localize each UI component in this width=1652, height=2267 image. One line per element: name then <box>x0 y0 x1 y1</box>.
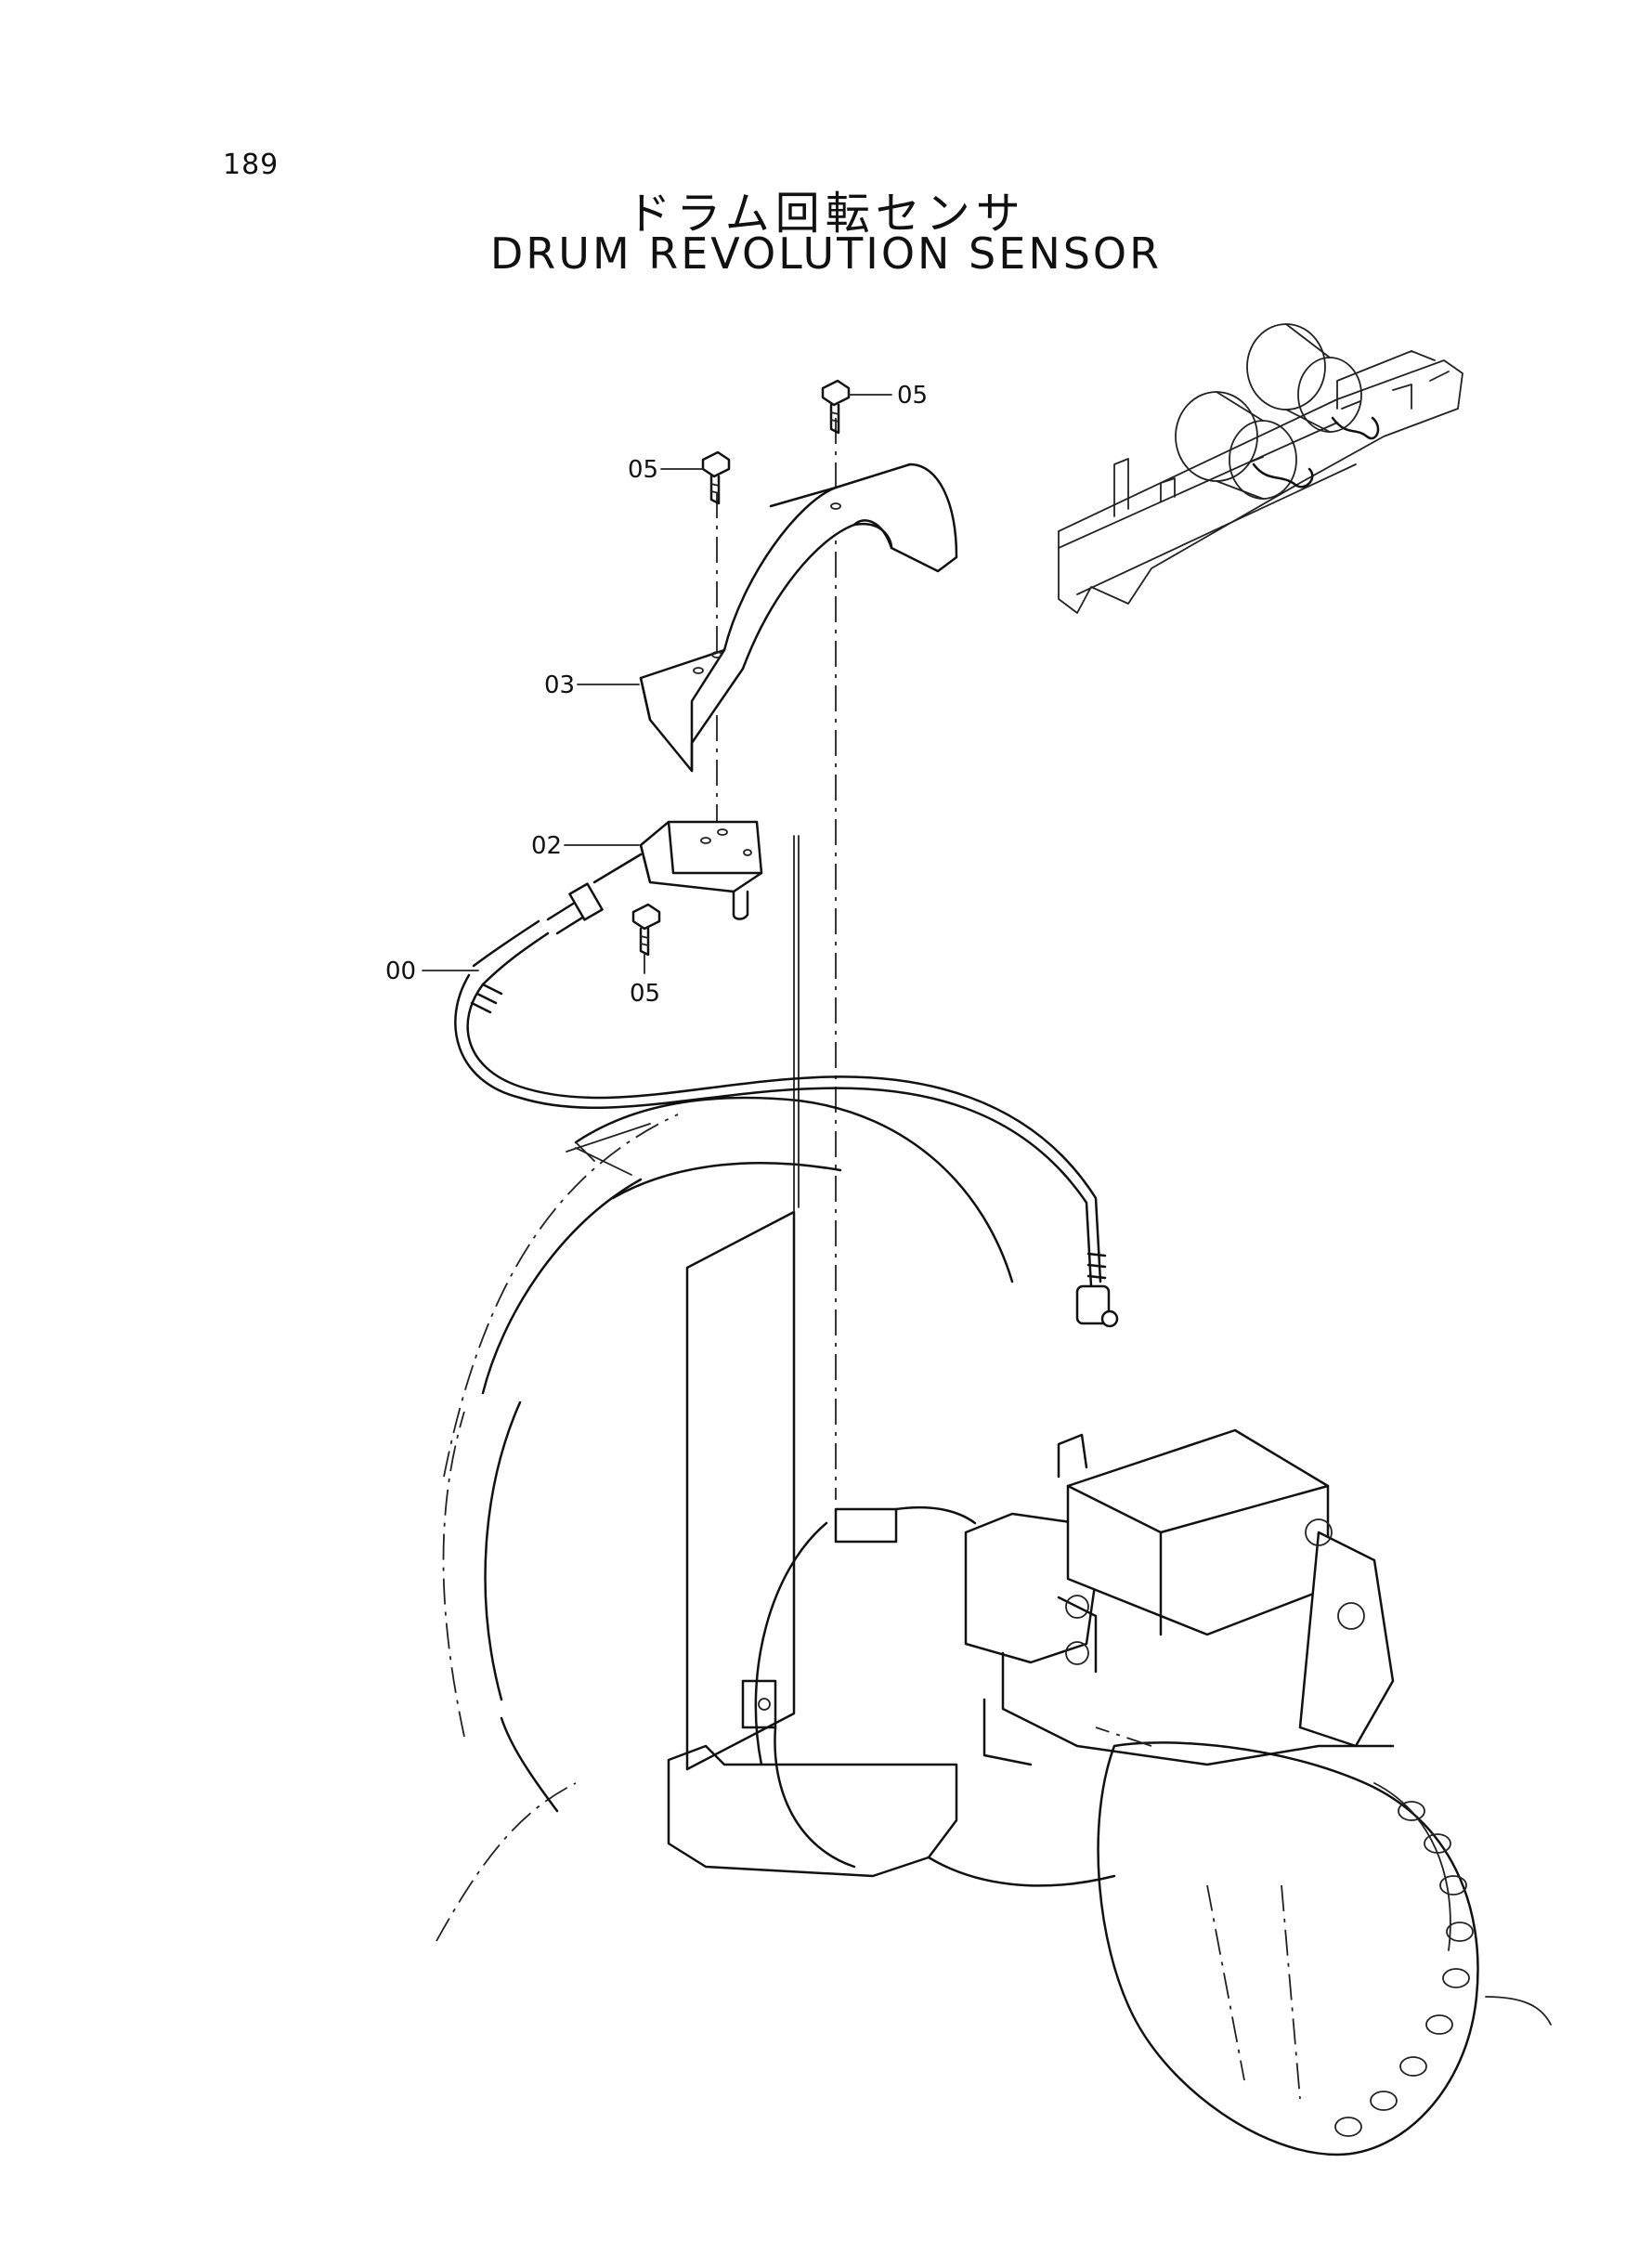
callout-bolt-lower: 05 <box>630 954 660 1008</box>
svg-text:05: 05 <box>628 456 658 484</box>
bracket-part-02 <box>639 820 763 920</box>
svg-text:03: 03 <box>544 671 575 699</box>
overview-inset <box>1058 323 1463 614</box>
bolt-top <box>821 379 851 435</box>
svg-text:05: 05 <box>630 980 660 1008</box>
callout-sensor: 00 <box>385 958 479 985</box>
svg-text:05: 05 <box>897 382 928 410</box>
title-japanese: ドラム回転センサ <box>626 188 1026 240</box>
cover-part-03 <box>639 463 958 773</box>
callout-bolt-top: 05 <box>848 382 928 410</box>
callout-bolt-left: 05 <box>628 456 704 484</box>
svg-text:00: 00 <box>385 958 416 985</box>
callout-cover: 03 <box>544 671 640 699</box>
page-number: 189 <box>223 149 280 181</box>
title-english: DRUM REVOLUTION SENSOR <box>489 228 1163 279</box>
center-lines <box>716 418 837 1500</box>
drum-assembly <box>436 835 1552 2156</box>
sensor-part-00 <box>454 853 1119 1328</box>
bolt-left <box>701 450 731 505</box>
callout-bracket: 02 <box>531 832 640 860</box>
svg-text:02: 02 <box>531 832 562 860</box>
bolt-lower <box>631 903 661 957</box>
